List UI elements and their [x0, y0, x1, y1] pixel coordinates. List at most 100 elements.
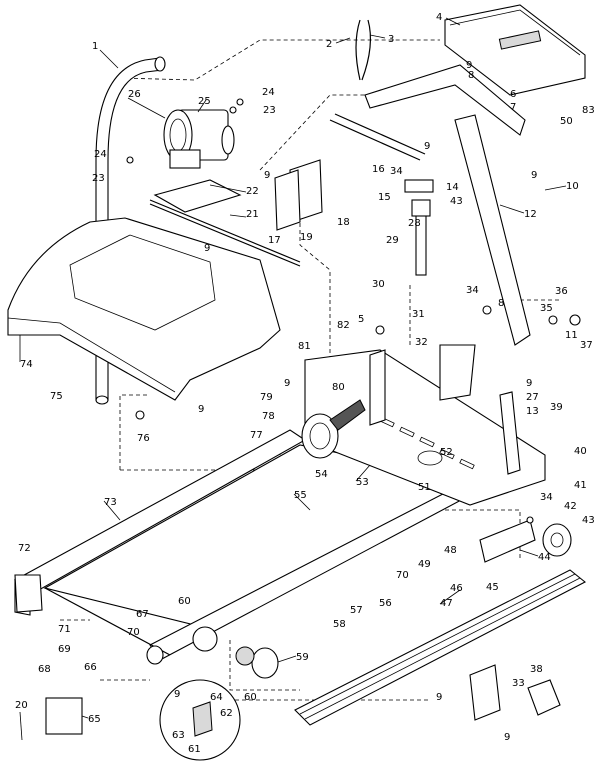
- callout-34c: 34: [540, 492, 553, 503]
- detail-inset: [159, 626, 241, 761]
- callout-53: 53: [356, 477, 369, 488]
- motor-mount: [149, 179, 301, 267]
- callout-80: 80: [332, 382, 345, 393]
- callout-34b: 34: [466, 285, 479, 296]
- callout-9f: 9: [198, 404, 204, 415]
- front-roller: [301, 399, 366, 459]
- roller-cap: [235, 646, 279, 679]
- controller-board: [274, 159, 323, 231]
- callout-55: 55: [294, 490, 307, 501]
- wheel: [542, 523, 572, 557]
- callout-70b: 70: [396, 570, 409, 581]
- callout-74: 74: [20, 359, 33, 370]
- callout-43a: 43: [450, 196, 463, 207]
- callout-9g: 9: [284, 378, 290, 389]
- electrical-box: [527, 679, 561, 716]
- callout-31: 31: [412, 309, 425, 320]
- callout-60b: 60: [244, 692, 257, 703]
- callout-18: 18: [337, 217, 350, 228]
- callout-1: 1: [92, 41, 98, 52]
- callout-9k: 9: [174, 689, 180, 700]
- callout-9i: 9: [436, 692, 442, 703]
- callout-17: 17: [268, 235, 281, 246]
- callout-56: 56: [379, 598, 392, 609]
- callout-38: 38: [530, 664, 543, 675]
- callout-10: 10: [566, 181, 579, 192]
- callout-9a: 9: [466, 60, 472, 71]
- callout-52: 52: [440, 447, 453, 458]
- callout-57: 57: [350, 605, 363, 616]
- callout-4: 4: [436, 12, 442, 23]
- safety-key-cord: [355, 19, 372, 81]
- callout-26: 26: [128, 89, 141, 100]
- callout-9d: 9: [531, 170, 537, 181]
- callout-36: 36: [555, 286, 568, 297]
- callout-54: 54: [315, 469, 328, 480]
- lift-cylinder: [404, 179, 434, 276]
- switch-bracket: [469, 664, 501, 721]
- callout-65: 65: [88, 714, 101, 725]
- callout-77: 77: [250, 430, 263, 441]
- callout-16: 16: [372, 164, 385, 175]
- callout-9h: 9: [526, 378, 532, 389]
- callout-43b: 43: [582, 515, 595, 526]
- callout-33: 33: [512, 678, 525, 689]
- callout-30: 30: [372, 279, 385, 290]
- callout-47: 47: [440, 598, 453, 609]
- callout-67: 67: [136, 609, 149, 620]
- callout-21: 21: [246, 209, 259, 220]
- callout-42: 42: [564, 501, 577, 512]
- callout-69: 69: [58, 644, 71, 655]
- callout-9b: 9: [204, 243, 210, 254]
- callout-6: 6: [510, 89, 516, 100]
- upright-frame: [329, 64, 531, 346]
- fasteners: [126, 98, 581, 524]
- callout-19: 19: [300, 232, 313, 243]
- callout-37: 37: [580, 340, 593, 351]
- callout-82: 82: [337, 320, 350, 331]
- callout-15: 15: [378, 192, 391, 203]
- drive-motor: [163, 109, 235, 169]
- callout-29: 29: [386, 235, 399, 246]
- callout-9e: 9: [264, 170, 270, 181]
- callout-81: 81: [298, 341, 311, 352]
- callout-28: 28: [408, 218, 421, 229]
- handrail: [95, 56, 166, 405]
- callout-45: 45: [486, 582, 499, 593]
- callout-48: 48: [444, 545, 457, 556]
- callout-72: 72: [18, 543, 31, 554]
- callout-49: 49: [418, 559, 431, 570]
- callout-63: 63: [172, 730, 185, 741]
- callout-2: 2: [326, 39, 332, 50]
- callout-64: 64: [210, 692, 223, 703]
- callout-labels: 1 2 3 4 6 7 8 9 10 11 12 13 14 15 16 17 …: [15, 12, 595, 755]
- callout-14: 14: [446, 182, 459, 193]
- callout-39: 39: [550, 402, 563, 413]
- callout-22: 22: [246, 186, 259, 197]
- callout-12: 12: [524, 209, 537, 220]
- callout-9c: 9: [424, 141, 430, 152]
- callout-8: 8: [468, 70, 474, 81]
- leader-lines: [19, 17, 567, 741]
- callout-60a: 60: [178, 596, 191, 607]
- callout-50: 50: [560, 116, 573, 127]
- callout-73: 73: [104, 497, 117, 508]
- callout-9j: 9: [504, 732, 510, 743]
- callout-51: 51: [418, 482, 431, 493]
- treadmill-frame: [14, 344, 546, 661]
- callout-8b: 8: [498, 298, 504, 309]
- callout-25: 25: [198, 96, 211, 107]
- callout-23b: 23: [92, 173, 105, 184]
- callout-3: 3: [388, 34, 394, 45]
- callout-40: 40: [574, 446, 587, 457]
- callout-78: 78: [262, 411, 275, 422]
- callout-44: 44: [538, 552, 551, 563]
- callout-20: 20: [15, 700, 28, 711]
- deck-slots: [379, 416, 475, 470]
- callout-71: 71: [58, 624, 71, 635]
- endcap-left: [14, 574, 43, 613]
- callout-27: 27: [526, 392, 539, 403]
- callout-58: 58: [333, 619, 346, 630]
- callout-13: 13: [526, 406, 539, 417]
